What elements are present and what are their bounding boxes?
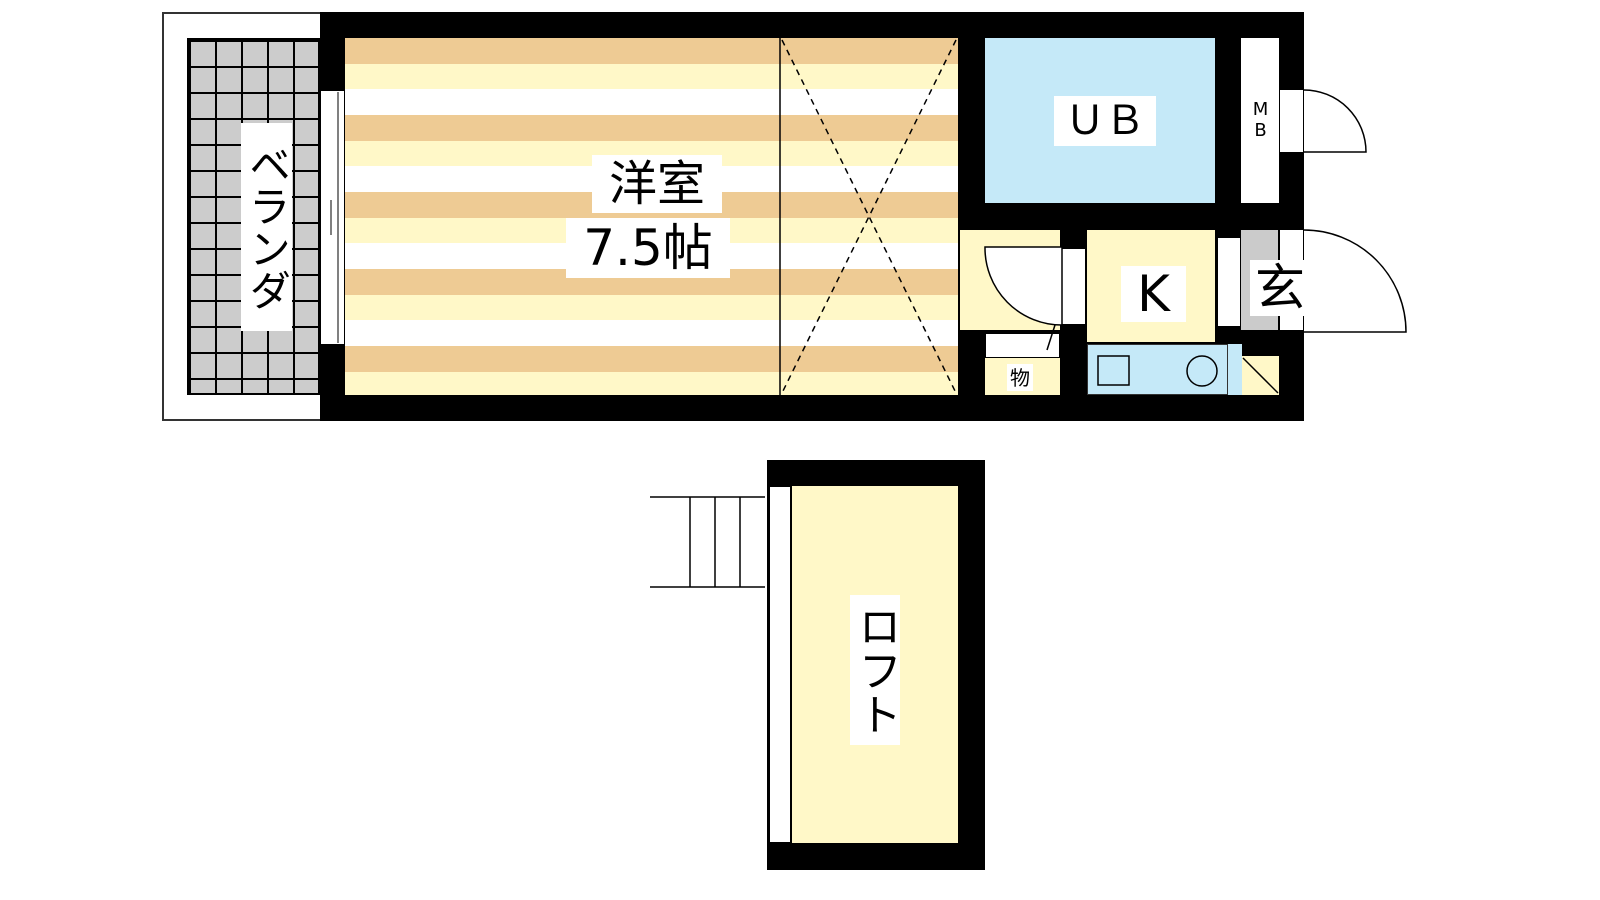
entrance-label-box: 玄: [1250, 260, 1310, 316]
storage-shelf: [985, 333, 1060, 358]
window-balcony: [320, 90, 345, 345]
kitchen-counter: [1087, 344, 1228, 395]
mb-door-swing: [1303, 89, 1367, 153]
mb-door-frame: [1279, 90, 1304, 152]
entrance-step-diagonal: [1242, 357, 1279, 394]
door-frame-kitchen: [1217, 237, 1241, 327]
entrance-door-swing: [1303, 229, 1407, 333]
balcony-label: ベランダ: [241, 123, 292, 331]
hall-door-arc: [984, 246, 1063, 326]
western-room-label: 洋室: [592, 155, 722, 213]
door-frame-hall: [1060, 248, 1086, 325]
loft-ladder: [650, 496, 765, 588]
counter-strip: [1228, 344, 1242, 395]
hall-door-leaf: [1046, 324, 1056, 351]
western-room-size: 7.5帖: [566, 218, 730, 278]
storage-label: 物: [1007, 364, 1033, 391]
meter-box-label: MB: [1247, 95, 1273, 145]
kitchen-label: K: [1121, 266, 1186, 322]
loft-opening: [769, 486, 791, 843]
western-room-floor: [345, 38, 958, 395]
bath-label: ＵＢ: [1054, 96, 1156, 146]
balcony-grating: [187, 38, 320, 395]
burner-icon: [1186, 355, 1218, 387]
loft-label: ロフト: [850, 595, 901, 745]
sink-icon: [1097, 355, 1130, 386]
